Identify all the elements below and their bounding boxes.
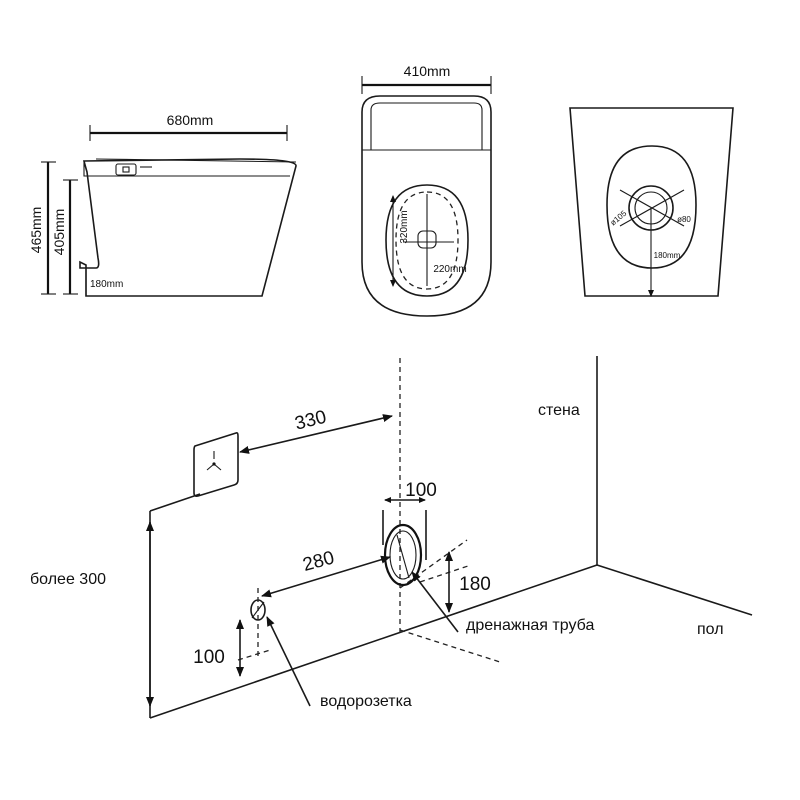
side-outlet-height-label: 180mm: [90, 279, 123, 290]
water-pointer: [266, 616, 311, 707]
side-view: 680mm 465mm 405mm 180mm: [28, 112, 297, 297]
dim-180-label: 180: [459, 574, 491, 595]
dim-280-label: 280: [301, 547, 337, 575]
wall-label: стена: [538, 402, 580, 419]
floor-right-edge: [596, 564, 753, 616]
dim-280-line: [261, 555, 391, 598]
dim-330-label: 330: [293, 407, 329, 435]
dim-100-left-label: 100: [193, 647, 225, 668]
top-view: 410mm 320mm 220mm: [361, 63, 492, 317]
top-hole-depth-label: 320mm: [399, 210, 410, 243]
dim-330-line: [239, 414, 393, 454]
water-socket-label: водорозетка: [320, 693, 412, 710]
bottom-diameter-outer-label: ø105: [609, 208, 629, 227]
water-socket-plate: [193, 432, 239, 497]
installation-view: 330 100 180 280 100 более 300 стена пол …: [30, 356, 753, 719]
drain-label: дренажная труба: [466, 617, 594, 634]
bottom-diameter-inner-label: ø80: [677, 215, 691, 224]
bottom-view: ø105 ø80 180mm: [569, 107, 734, 297]
drain-pipe-outline: [382, 510, 427, 560]
top-width-label: 410mm: [404, 63, 451, 79]
side-height-total-label: 465mm: [28, 207, 44, 254]
top-body-outline: [361, 95, 492, 317]
side-height-seat-label: 405mm: [51, 209, 67, 256]
top-hole-outline: [385, 184, 469, 297]
floor-wall-edge: [149, 564, 598, 719]
side-length-label: 680mm: [167, 112, 214, 128]
top-hole-width-label: 220mm: [433, 264, 466, 275]
bottom-center-distance-label: 180mm: [654, 251, 681, 260]
side-body-outline: [79, 158, 297, 297]
control-panel-icon: [115, 163, 137, 176]
bottom-body-outline: [569, 107, 734, 297]
floor-label: пол: [697, 621, 724, 638]
drain-pipe-ring: [383, 523, 423, 587]
dim-300-label: более 300: [30, 571, 106, 588]
drain-pointer: [411, 571, 459, 633]
dim-100-top-label: 100: [405, 480, 437, 501]
